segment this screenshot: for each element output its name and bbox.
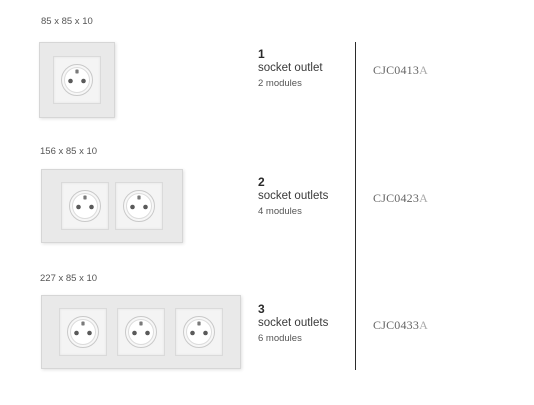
code-suffix: A [419,318,428,332]
code-suffix: A [419,63,428,77]
product-modules: 6 modules [258,333,302,344]
product-modules: 2 modules [258,78,302,89]
code-main: CJC0433 [373,318,420,332]
socket-outlet-icon [115,182,163,230]
product-label: socket outlets [258,190,329,202]
code-main: CJC0423 [373,191,420,205]
code-main: CJC0413 [373,63,420,77]
socket-plate-3 [41,295,241,369]
product-code-1: CJC0413A [373,63,428,78]
product-number: 2 [258,175,265,189]
product-code-2: CJC0423A [373,191,428,206]
column-divider [355,42,356,370]
product-code-3: CJC0433A [373,318,428,333]
product-number: 3 [258,302,265,316]
product-info-3: 3 socket outlets 6 modules [258,302,328,346]
socket-outlet-icon [175,308,223,356]
product-label: socket outlets [258,317,329,329]
socket-plate-1 [39,42,115,118]
dimension-label-3: 227 x 85 x 10 [40,273,98,284]
product-label: socket outlet [258,62,323,74]
socket-outlet-icon [53,56,101,104]
product-info-1: 1 socket outlet 2 modules [258,47,323,91]
dimension-label-1: 85 x 85 x 10 [41,16,93,27]
socket-plate-2 [41,169,183,243]
product-info-2: 2 socket outlets 4 modules [258,175,328,219]
dimension-label-2: 156 x 85 x 10 [40,146,98,157]
product-modules: 4 modules [258,206,302,217]
socket-outlet-icon [117,308,165,356]
code-suffix: A [419,191,428,205]
product-number: 1 [258,47,265,61]
socket-outlet-icon [61,182,109,230]
socket-outlet-icon [59,308,107,356]
